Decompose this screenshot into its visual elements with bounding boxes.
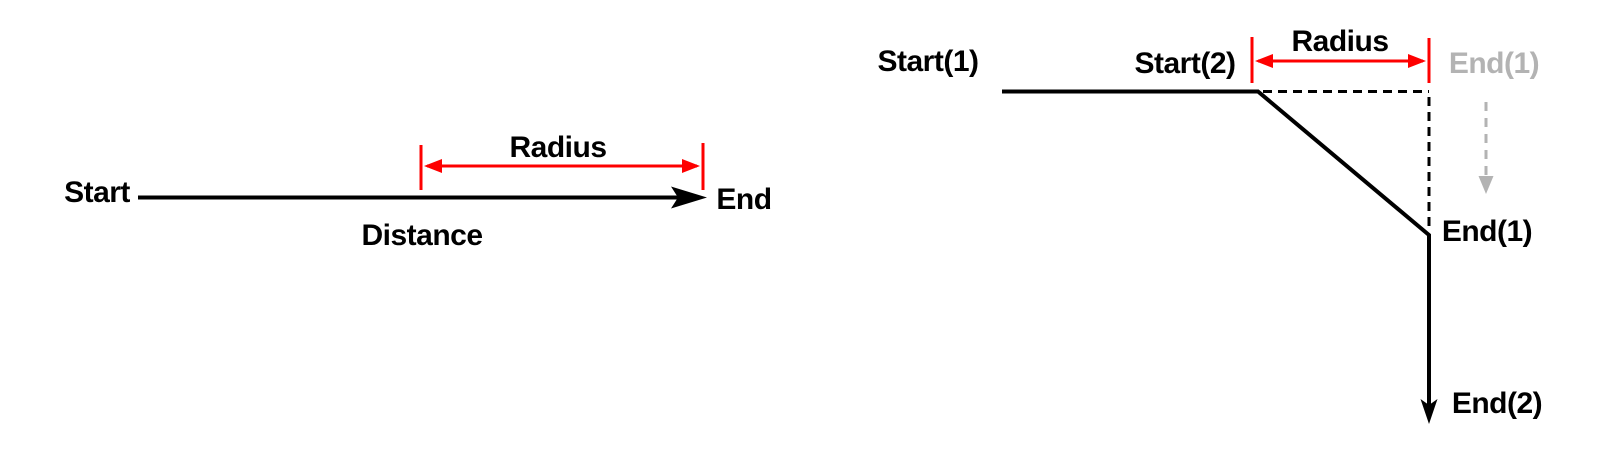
end1-ghost-label: End(1) xyxy=(1448,47,1540,80)
ghost-end-arrowhead-icon xyxy=(1478,176,1494,194)
radius-label: Radius xyxy=(1291,25,1389,58)
end2-label: End(2) xyxy=(1451,387,1543,420)
radius-turn-diagram-figure xyxy=(1002,37,1494,424)
radius-arrowhead-left-icon xyxy=(424,159,442,173)
turn-path-arrowhead-icon xyxy=(1420,399,1438,424)
start2-label: Start(2) xyxy=(1134,47,1236,80)
radius-arrowhead-left-icon xyxy=(1255,54,1273,68)
distance-diagram-figure xyxy=(138,143,707,209)
start-label: Start xyxy=(64,176,130,209)
radius-arrowhead-right-icon xyxy=(682,159,700,173)
turn-path-line xyxy=(1002,89,1431,406)
end-label: End xyxy=(716,183,772,216)
radius-label: Radius xyxy=(509,131,607,164)
radius-arrowhead-right-icon xyxy=(1408,54,1426,68)
end1-label: End(1) xyxy=(1441,215,1533,248)
distance-label: Distance xyxy=(361,219,483,252)
start1-label: Start(1) xyxy=(877,45,979,78)
distance-arrowhead-icon xyxy=(671,186,707,209)
